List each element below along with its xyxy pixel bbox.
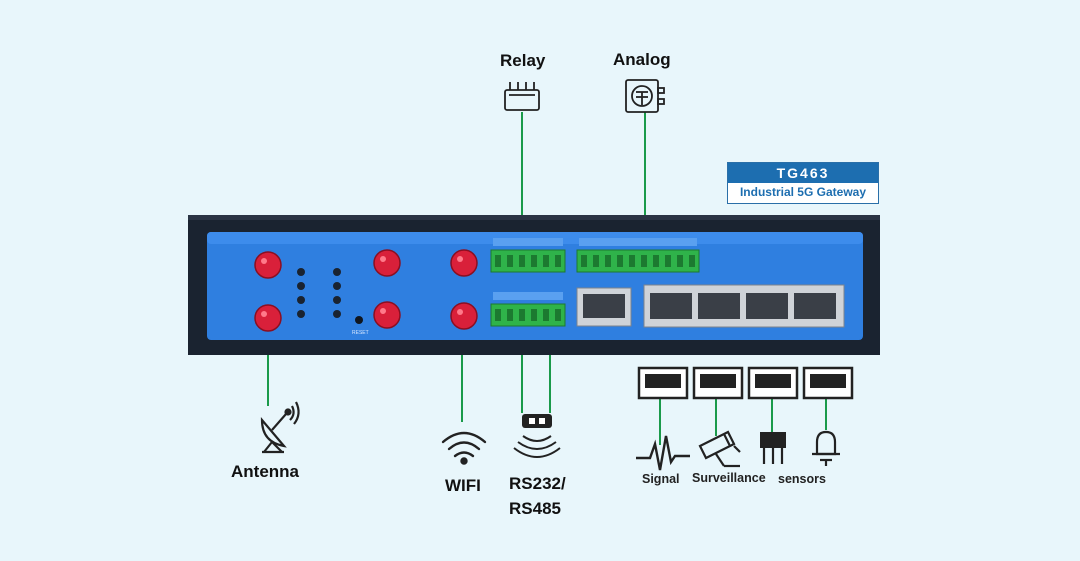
status-leds [297,268,341,318]
wifi-label: WIFI [445,476,481,495]
analog-icon [625,79,665,113]
ethernet-port-icon [802,366,854,400]
rs485-label: RS485 [509,499,561,518]
alarm-bell-icon [812,430,840,466]
wifi-icon [441,431,487,465]
ethernet-port-icon [637,366,689,400]
sensor-chip-icon [760,432,786,464]
antenna-label: Antenna [231,462,299,481]
antenna-connector-3 [373,249,401,277]
device-ethernet-ports [576,284,845,328]
signal-wave-icon [636,435,690,471]
antenna-connector-2 [254,304,282,332]
model-badge: TG463 Industrial 5G Gateway [727,162,879,204]
analog-label: Analog [613,50,671,69]
serial-terminal-block [490,303,566,327]
ethernet-port-icon [747,366,799,400]
satellite-dish-icon [260,401,300,454]
reset-button [355,316,363,324]
antenna-connector-1 [254,251,282,279]
antenna-connector-4 [373,301,401,329]
model-name: TG463 [728,163,878,183]
rs232-label: RS232/ [509,474,566,493]
model-subtitle: Industrial 5G Gateway [739,185,867,199]
rs-port-icon [513,414,561,458]
relay-terminal-block [490,249,566,273]
ethernet-port-icons [637,366,854,400]
sensors-label: sensors [778,472,826,486]
reset-label: RESET [352,330,369,336]
relay-icon [504,82,540,111]
surveillance-label: Surveillance [692,471,766,485]
antenna-connector-6 [450,302,478,330]
signal-label: Signal [642,472,680,486]
cctv-camera-icon [698,430,741,468]
antenna-connectors [254,249,478,332]
antenna-connector-5 [450,249,478,277]
analog-terminal-block [576,249,700,273]
ethernet-port-icon [692,366,744,400]
gateway-device: RESET [188,215,880,355]
relay-label: Relay [500,51,546,70]
